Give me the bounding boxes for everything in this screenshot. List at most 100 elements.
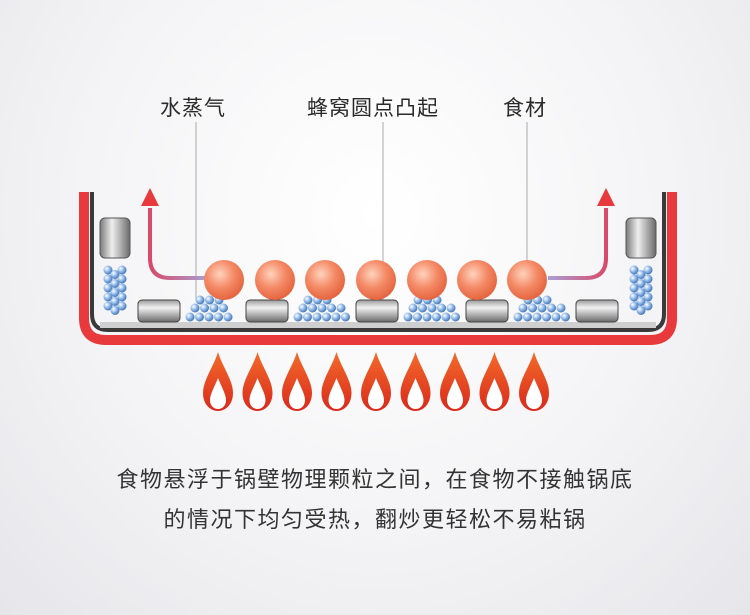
particle xyxy=(413,312,422,322)
caption-line-1: 食物悬浮于锅壁物理颗粒之间，在食物不接触锅底 xyxy=(116,468,634,493)
particle xyxy=(103,292,113,302)
particle xyxy=(636,279,646,288)
flame-core xyxy=(328,378,345,409)
food-label: 食材 xyxy=(503,96,547,120)
honeycomb-bump xyxy=(245,299,289,323)
honeycomb-bumps xyxy=(137,299,619,323)
particle xyxy=(542,312,551,322)
particle xyxy=(293,312,303,322)
particle xyxy=(317,303,327,313)
left-rim-block xyxy=(99,217,131,259)
particle xyxy=(523,312,532,322)
flame-core xyxy=(368,378,384,409)
particle xyxy=(336,303,346,313)
particle xyxy=(308,303,317,313)
particle xyxy=(209,303,219,313)
particle xyxy=(223,312,233,322)
particle xyxy=(110,306,120,315)
steam-arrow-right-trail xyxy=(548,208,608,280)
food-ball xyxy=(255,260,295,300)
pan-floor xyxy=(100,322,656,328)
particle xyxy=(327,303,336,313)
particle xyxy=(303,312,312,322)
pan-inner-layer xyxy=(90,192,666,332)
particle xyxy=(110,270,120,279)
particle xyxy=(117,292,127,302)
pan-outer-layer xyxy=(79,192,677,345)
food-ball xyxy=(507,260,547,300)
flame-core xyxy=(210,378,226,409)
particle xyxy=(561,312,570,322)
honeycomb-bump xyxy=(465,299,509,323)
flames xyxy=(203,352,549,411)
particle xyxy=(117,283,127,293)
particle xyxy=(629,265,639,275)
particle xyxy=(518,303,528,313)
flame-core xyxy=(526,378,542,409)
particle xyxy=(298,303,308,313)
steam-label: 水蒸气 xyxy=(160,96,226,120)
particle xyxy=(636,297,646,306)
honeycomb-bump xyxy=(575,299,619,323)
particle xyxy=(331,312,341,322)
particle xyxy=(117,301,127,311)
flame-core xyxy=(447,378,463,409)
flame-core xyxy=(486,378,503,409)
flame-core xyxy=(289,378,305,409)
particle xyxy=(636,306,646,315)
particle xyxy=(643,292,653,302)
particle xyxy=(117,274,127,284)
food-ball xyxy=(457,260,497,300)
particle xyxy=(432,312,441,322)
particle xyxy=(643,283,653,293)
food-ball xyxy=(407,260,447,300)
food-ball xyxy=(204,260,244,300)
particle xyxy=(195,295,205,305)
steam-arrow-left-head xyxy=(141,188,159,206)
particle xyxy=(204,312,214,322)
particle xyxy=(513,312,523,322)
particle xyxy=(643,274,653,284)
particle xyxy=(537,303,547,313)
particle xyxy=(110,297,120,306)
particle xyxy=(200,303,209,313)
particle xyxy=(185,312,195,322)
particle xyxy=(629,274,639,284)
honeycomb-bump xyxy=(137,299,181,323)
caption-line-2: 的情况下均匀受热，翻炒更轻松不易粘锅 xyxy=(163,508,587,533)
particle xyxy=(437,303,446,313)
flame-core xyxy=(407,378,424,409)
particle xyxy=(403,312,413,322)
particle xyxy=(103,283,113,293)
steam-arrow-left-trail xyxy=(148,208,208,280)
particle xyxy=(551,312,561,322)
particle xyxy=(341,312,350,322)
particle xyxy=(556,303,566,313)
honeycomb-bump xyxy=(355,299,399,323)
food-ball xyxy=(305,260,345,300)
steam-arrow-right-head xyxy=(597,188,615,206)
particle xyxy=(422,312,432,322)
particle xyxy=(312,312,322,322)
particle-clusters xyxy=(103,265,653,322)
particle xyxy=(195,312,204,322)
particle xyxy=(643,265,653,275)
particle xyxy=(427,303,437,313)
particle xyxy=(205,295,214,305)
right-rim-block xyxy=(625,217,657,259)
particle xyxy=(629,283,639,293)
flame-core xyxy=(249,378,266,409)
particle xyxy=(103,274,113,284)
particle xyxy=(418,303,427,313)
particle xyxy=(542,295,552,305)
particle xyxy=(532,312,542,322)
particle xyxy=(629,292,639,302)
particle xyxy=(408,303,418,313)
particle xyxy=(103,301,113,311)
particle xyxy=(190,303,200,313)
particle xyxy=(303,295,313,305)
particle xyxy=(547,303,556,313)
food-ball xyxy=(356,260,396,300)
food-balls xyxy=(204,260,547,300)
